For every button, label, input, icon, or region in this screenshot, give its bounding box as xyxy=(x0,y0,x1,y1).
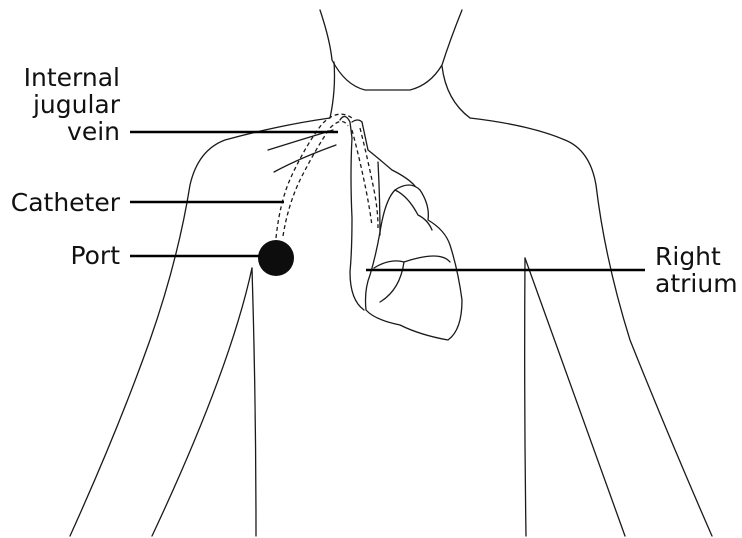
jugular-top xyxy=(340,116,352,138)
label-right-atrium: Right atrium xyxy=(655,243,741,297)
port-device xyxy=(258,240,294,276)
brachiocephalic-right xyxy=(362,122,415,186)
label-port: Port xyxy=(0,242,120,269)
svc-left-wall xyxy=(350,138,364,310)
body-outline xyxy=(70,10,712,536)
neck-right-side xyxy=(442,66,470,118)
svc-right-wall xyxy=(378,162,380,235)
catheter-line-c xyxy=(352,130,372,226)
neck-left-side xyxy=(330,62,335,118)
heart-detail xyxy=(404,256,450,262)
catheter-line-d xyxy=(360,128,378,228)
right-armpit-line xyxy=(525,258,625,536)
label-catheter: Catheter xyxy=(0,189,120,216)
left-shoulder-arm xyxy=(70,118,330,536)
heart-vessel-detail xyxy=(395,190,432,230)
right-torso-side xyxy=(525,258,526,536)
jugular-cap xyxy=(352,120,362,122)
catheter-line-a xyxy=(283,121,348,236)
label-internal-jugular-vein: Internal jugular vein xyxy=(0,64,120,145)
right-atrium-chamber xyxy=(374,261,404,302)
vessels xyxy=(268,116,415,310)
left-torso-side xyxy=(252,268,256,536)
neck-outline xyxy=(320,10,462,90)
right-shoulder-arm xyxy=(470,118,712,536)
left-armpit-line xyxy=(152,268,252,536)
